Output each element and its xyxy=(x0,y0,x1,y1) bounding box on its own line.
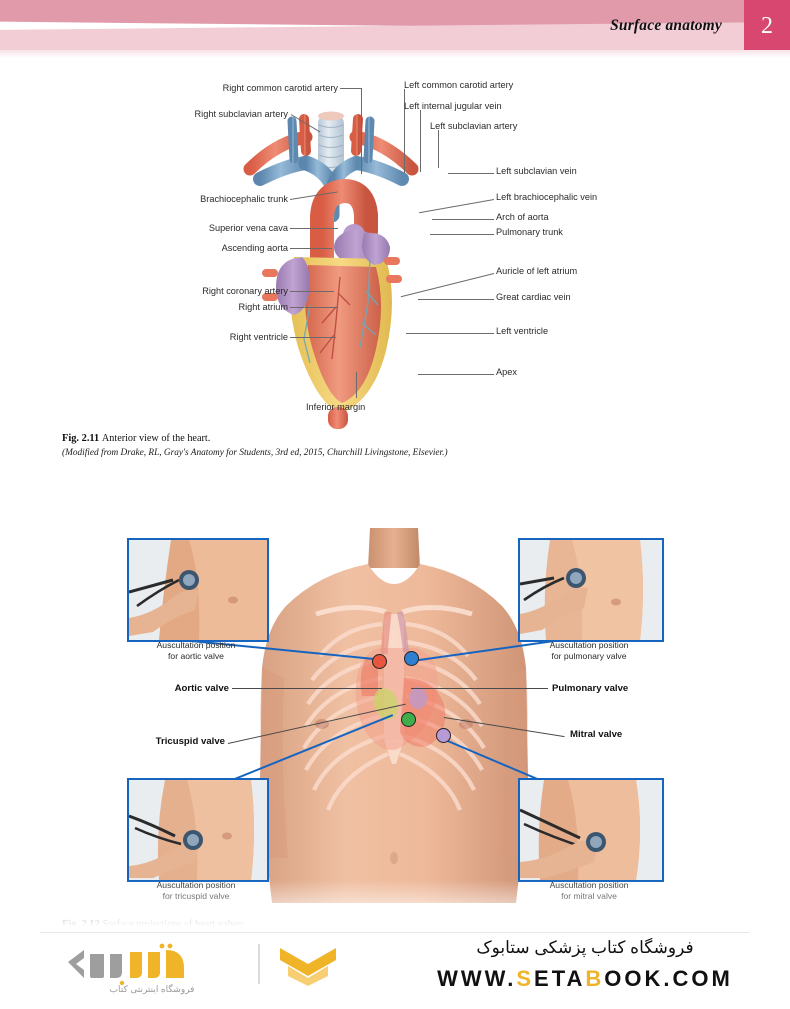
inset-caption-line1: Auscultation position xyxy=(549,640,629,650)
caption-label: Fig. 2.11 xyxy=(62,433,100,444)
heart-anatomy-illustration xyxy=(243,111,419,429)
leader-line xyxy=(432,219,494,220)
leader-line xyxy=(430,234,494,235)
valve-label-aortic: Aortic valve xyxy=(174,683,229,694)
label-left-subclavian-vein: Left subclavian vein xyxy=(496,166,577,176)
label-arch-of-aorta: Arch of aorta xyxy=(496,212,549,222)
footer-url[interactable]: WWW.SETABOOK.COM xyxy=(400,966,770,992)
leader-line xyxy=(290,307,338,308)
label-auricle-of-left-atrium: Auricle of left atrium xyxy=(496,266,578,276)
header-fade xyxy=(0,50,790,58)
setabook-logo-icon xyxy=(68,943,184,986)
label-left-subclavian-artery: Left subclavian artery xyxy=(430,121,518,131)
footer-logo-divider xyxy=(258,944,260,984)
inset-photo-tricuspid xyxy=(127,778,269,882)
caption-title: Anterior view of the heart. xyxy=(101,433,211,444)
figure-2-11: Right common carotid artery Right subcla… xyxy=(0,52,790,452)
url-eta: ETA xyxy=(534,966,586,991)
page-number-box: 2 xyxy=(744,0,790,52)
label-right-subclavian-artery: Right subclavian artery xyxy=(194,109,288,119)
leader-line xyxy=(438,130,439,168)
label-pulmonary-trunk: Pulmonary trunk xyxy=(496,227,563,237)
page-number: 2 xyxy=(761,12,773,39)
label-superior-vena-cava: Superior vena cava xyxy=(208,223,288,233)
valve-label-pulmonary: Pulmonary valve xyxy=(552,683,629,694)
header-title: Surface anatomy xyxy=(610,17,722,34)
inset-photo-mitral xyxy=(518,778,664,882)
figure-2-12: Aortic valve Tricuspid valve Pulmonary v… xyxy=(0,520,790,940)
url-s: S xyxy=(516,966,535,991)
leader-line xyxy=(356,372,357,398)
leader-line xyxy=(420,110,421,172)
valve-dot-mitral xyxy=(436,728,451,743)
valve-dot-tricuspid xyxy=(401,712,416,727)
footer-divider xyxy=(40,932,750,933)
label-ascending-aorta: Ascending aorta xyxy=(221,243,288,253)
leader-line xyxy=(404,89,405,173)
figure-2-11-caption: Fig. 2.11 Anterior view of the heart. (M… xyxy=(62,432,448,460)
inset-caption-line2: for pulmonary valve xyxy=(551,651,627,661)
chevron-logo-icon xyxy=(280,948,336,986)
leader-line xyxy=(290,228,338,229)
valve-label-mitral: Mitral valve xyxy=(570,729,623,740)
label-right-common-carotid-artery: Right common carotid artery xyxy=(222,83,338,93)
footer-persian-tagline: فروشگاه کتاب پزشکی ستابوک xyxy=(476,938,694,957)
inset-caption-line1: Auscultation position xyxy=(156,640,236,650)
leader-line xyxy=(290,291,334,292)
leader-line xyxy=(340,88,362,89)
valve-dot-aortic xyxy=(372,654,387,669)
inset-photo-pulmonary xyxy=(518,538,664,642)
label-great-cardiac-vein: Great cardiac vein xyxy=(496,292,571,302)
label-left-ventricle: Left ventricle xyxy=(496,326,549,336)
url-suffix: OOK.COM xyxy=(604,966,733,991)
url-prefix: WWW. xyxy=(437,966,517,991)
label-inferior-margin: Inferior margin xyxy=(306,402,366,412)
leader-line xyxy=(361,88,362,174)
leader-line xyxy=(290,248,332,249)
url-b: B xyxy=(585,966,605,991)
label-left-internal-jugular-vein: Left internal jugular vein xyxy=(404,101,502,111)
watermark-fade-overlay xyxy=(0,880,790,940)
leader-line xyxy=(406,333,494,334)
leader-line xyxy=(419,199,495,214)
label-right-atrium: Right atrium xyxy=(238,302,288,312)
inset-caption-pulmonary: Auscultation position for pulmonary valv… xyxy=(518,640,660,662)
label-apex: Apex xyxy=(496,367,517,377)
torso-surface-projection-illustration xyxy=(260,528,528,903)
inset-caption-line2: for aortic valve xyxy=(168,651,224,661)
valve-dot-pulmonary xyxy=(404,651,419,666)
leader-pulmonary-valve xyxy=(411,688,548,689)
valve-label-tricuspid: Tricuspid valve xyxy=(155,736,225,747)
label-right-ventricle: Right ventricle xyxy=(229,332,288,342)
label-left-brachiocephalic-vein: Left brachiocephalic vein xyxy=(496,192,598,202)
footer-watermark: فروشگاه اینترنتی کتاب فروشگاه کتاب پزشکی… xyxy=(0,932,790,1009)
page-header: 2 Surface anatomy xyxy=(0,0,790,52)
label-right-coronary-artery: Right coronary artery xyxy=(202,286,288,296)
inset-caption-aortic: Auscultation position for aortic valve xyxy=(127,640,265,662)
inset-photo-aortic xyxy=(127,538,269,642)
leader-line xyxy=(448,173,494,174)
leader-aortic-valve xyxy=(232,688,382,689)
label-brachiocephalic-trunk: Brachiocephalic trunk xyxy=(200,194,288,204)
caption-source: (Modified from Drake, RL, Gray's Anatomy… xyxy=(62,447,448,458)
label-left-common-carotid-artery: Left common carotid artery xyxy=(404,80,514,90)
leader-line xyxy=(290,337,336,338)
leader-line xyxy=(418,299,494,300)
footer-logo-subtitle: فروشگاه اینترنتی کتاب xyxy=(109,984,195,994)
leader-line xyxy=(418,374,494,375)
